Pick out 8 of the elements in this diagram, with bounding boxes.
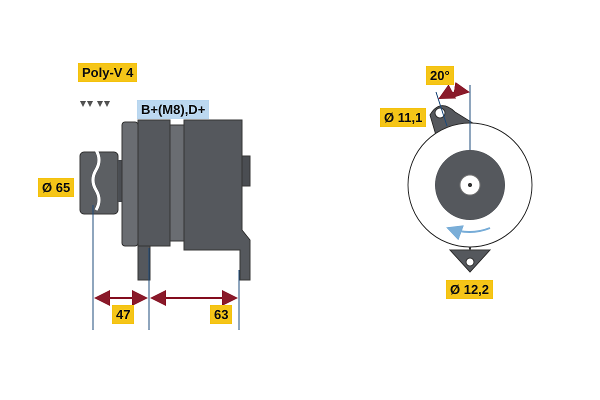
terminal-label: B+(M8),D+ xyxy=(137,100,210,119)
dimension-label: Ø 12,2 xyxy=(446,280,494,299)
dimension-label: Ø 65 xyxy=(38,178,74,197)
dimension-label: 47 xyxy=(112,305,134,324)
dimension-label: Ø 11,1 xyxy=(380,108,426,127)
belt-profile-label: Poly-V 4 xyxy=(78,63,138,82)
dimension-label: 20° xyxy=(426,66,454,85)
dimension-label: 63 xyxy=(210,305,232,324)
